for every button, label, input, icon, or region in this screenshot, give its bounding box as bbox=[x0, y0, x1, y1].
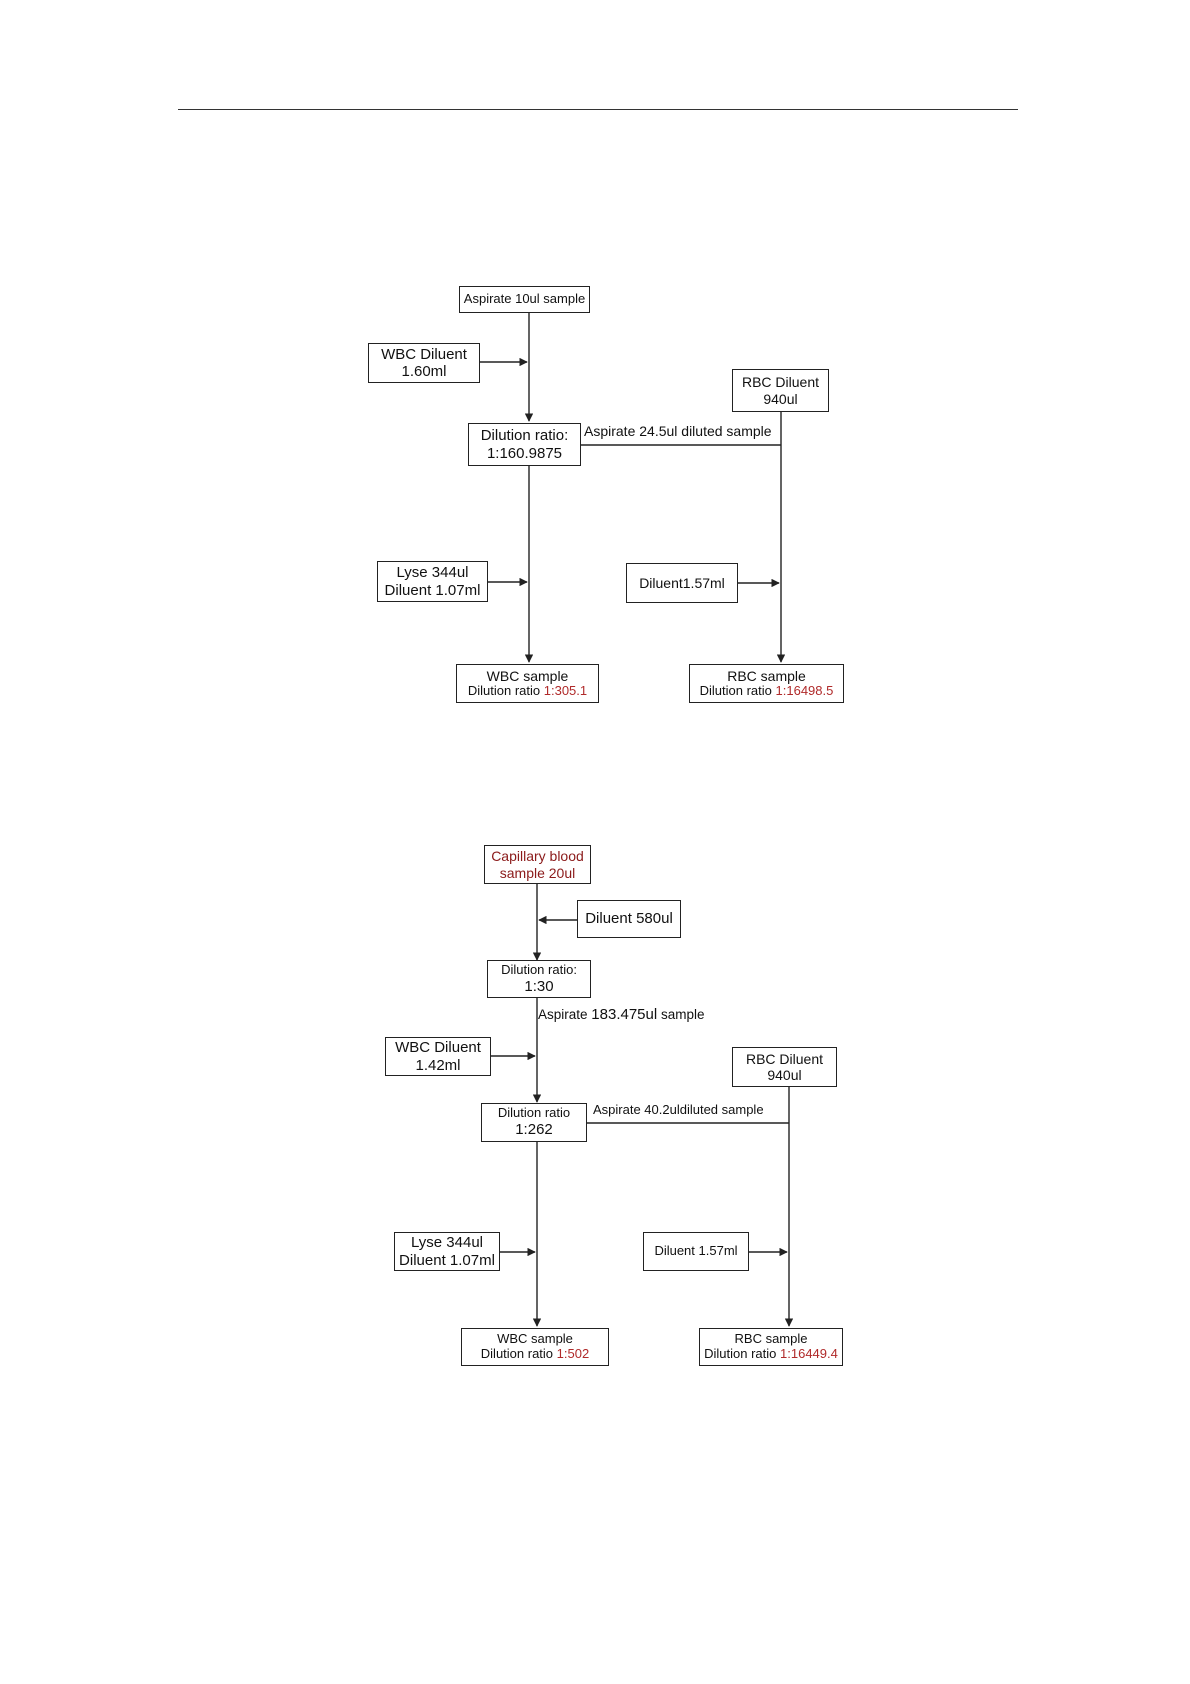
d1-rbc-diluent-line2: 940ul bbox=[763, 390, 798, 407]
d2-diluent580-text: Diluent 580ul bbox=[585, 910, 673, 928]
d2-dilution30-box: Dilution ratio: 1:30 bbox=[487, 960, 591, 998]
d1-wbc-sample-prefix: Dilution ratio bbox=[467, 683, 544, 699]
d1-wbc-diluent-line1: WBC Diluent bbox=[381, 345, 467, 363]
d1-aspirate-box: Aspirate 10ul sample bbox=[459, 286, 590, 313]
d2-rbc-sample-ratio: 1:16449.4 bbox=[780, 1346, 838, 1361]
d2-rbc-sample-line2: Dilution ratio 1:16449.4 bbox=[704, 1346, 838, 1362]
d2-dilution30-line1: Dilution ratio: bbox=[501, 961, 577, 977]
d2-aspirate-line3: sample bbox=[660, 1007, 705, 1022]
d2-aspirate-line2: 183.475ul bbox=[591, 1006, 658, 1023]
d2-dilution262-box: Dilution ratio 1:262 bbox=[481, 1103, 587, 1142]
d2-wbc-sample-line1: WBC sample bbox=[497, 1331, 573, 1347]
d1-diluent-box: Diluent1.57ml bbox=[626, 563, 738, 603]
d2-wbc-diluent-line2: 1.42ml bbox=[415, 1056, 461, 1074]
d2-rbc-sample-line1: RBC sample bbox=[734, 1331, 808, 1347]
d2-capillary-line1: Capillary blood bbox=[491, 848, 584, 865]
d1-rbc-sample-box: RBC sample Dilution ratio 1:16498.5 bbox=[689, 664, 844, 703]
d2-rbc-diluent-line2: 940ul bbox=[767, 1067, 802, 1083]
d2-wbc-sample-box: WBC sample Dilution ratio 1:502 bbox=[461, 1328, 609, 1366]
d1-wbc-sample-line2: Dilution ratio 1:305.1 bbox=[467, 683, 588, 699]
d1-dilution-line2: 1:160.9875 bbox=[486, 444, 563, 462]
d1-rbc-diluent-box: RBC Diluent 940ul bbox=[732, 369, 829, 412]
d2-diluent-box: Diluent 1.57ml bbox=[643, 1232, 749, 1271]
d1-diluent-text: Diluent1.57ml bbox=[639, 574, 725, 591]
d2-transfer-label: Aspirate 40.2uldiluted sample bbox=[593, 1102, 764, 1117]
d2-rbc-diluent-box: RBC Diluent 940ul bbox=[732, 1047, 837, 1087]
d2-lyse-box: Lyse 344ul Diluent 1.07ml bbox=[394, 1232, 500, 1271]
d1-rbc-sample-ratio: 1:16498.5 bbox=[775, 683, 834, 699]
d2-diluent-text: Diluent 1.57ml bbox=[654, 1243, 738, 1259]
d2-wbc-sample-line2: Dilution ratio 1:502 bbox=[480, 1346, 590, 1362]
d2-aspirate-line1: Aspirate bbox=[538, 1007, 588, 1022]
d1-rbc-diluent-line1: RBC Diluent bbox=[741, 374, 820, 391]
d2-dilution30-line2: 1:30 bbox=[524, 977, 554, 995]
d1-lyse-line2: Diluent 1.07ml bbox=[384, 581, 481, 599]
d1-wbc-diluent-line2: 1.60ml bbox=[401, 363, 447, 380]
d1-aspirate-text: Aspirate 10ul sample bbox=[463, 291, 586, 307]
d1-rbc-sample-prefix: Dilution ratio bbox=[699, 683, 776, 699]
d1-lyse-box: Lyse 344ul Diluent 1.07ml bbox=[377, 561, 488, 602]
d2-wbc-diluent-box: WBC Diluent 1.42ml bbox=[385, 1037, 491, 1076]
d2-rbc-diluent-line1: RBC Diluent bbox=[745, 1050, 824, 1067]
d1-dilution-line1: Dilution ratio: bbox=[480, 427, 569, 445]
d2-wbc-diluent-line1: WBC Diluent bbox=[395, 1039, 481, 1057]
d2-dilution262-line2: 1:262 bbox=[515, 1121, 553, 1139]
d2-capillary-line2: sample 20ul bbox=[499, 864, 576, 881]
d1-wbc-sample-ratio: 1:305.1 bbox=[543, 683, 588, 699]
d2-wbc-sample-prefix: Dilution ratio bbox=[480, 1346, 557, 1361]
d2-rbc-sample-box: RBC sample Dilution ratio 1:16449.4 bbox=[699, 1328, 843, 1366]
header-rule bbox=[178, 109, 1018, 110]
d1-rbc-sample-line1: RBC sample bbox=[727, 667, 806, 684]
d1-wbc-sample-box: WBC sample Dilution ratio 1:305.1 bbox=[456, 664, 599, 703]
d2-capillary-box: Capillary blood sample 20ul bbox=[484, 845, 591, 884]
d2-dilution262-line1: Dilution ratio bbox=[497, 1105, 571, 1121]
d2-aspirate-label: Aspirate 183.475ul sample bbox=[538, 1006, 705, 1023]
d1-rbc-sample-line2: Dilution ratio 1:16498.5 bbox=[699, 683, 834, 699]
d2-lyse-line1: Lyse 344ul bbox=[411, 1234, 483, 1252]
d2-rbc-sample-prefix: Dilution ratio bbox=[704, 1346, 781, 1361]
d1-wbc-diluent-box: WBC Diluent 1.60ml bbox=[368, 343, 480, 383]
d2-lyse-line2: Diluent 1.07ml bbox=[399, 1251, 495, 1269]
d1-wbc-sample-line1: WBC sample bbox=[486, 667, 569, 684]
d2-diluent580-box: Diluent 580ul bbox=[577, 900, 681, 938]
d1-transfer-label: Aspirate 24.5ul diluted sample bbox=[584, 423, 772, 439]
d1-dilution-box: Dilution ratio: 1:160.9875 bbox=[468, 423, 581, 466]
d1-lyse-line1: Lyse 344ul bbox=[396, 564, 469, 582]
d2-wbc-sample-ratio: 1:502 bbox=[556, 1346, 590, 1361]
